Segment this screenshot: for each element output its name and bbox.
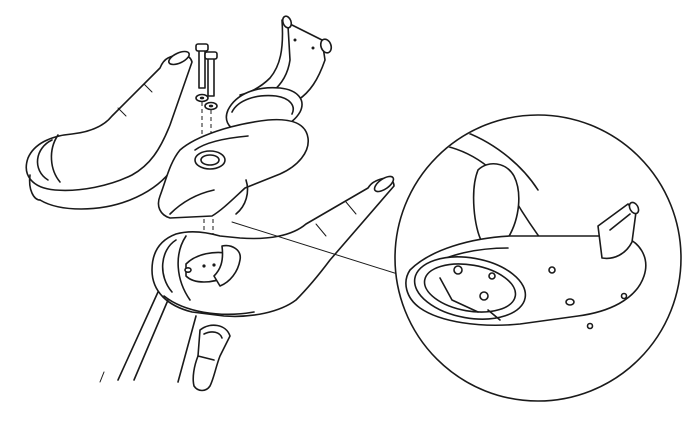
screw-right bbox=[204, 51, 218, 97]
washer-left bbox=[195, 93, 209, 103]
handlebar-stem bbox=[157, 118, 309, 219]
screw-left bbox=[195, 43, 209, 89]
magnified-callout bbox=[394, 114, 682, 402]
console-bracket bbox=[225, 15, 333, 135]
callout-leader bbox=[231, 221, 405, 277]
adjustment-lever bbox=[192, 324, 231, 392]
washer-right bbox=[204, 101, 218, 111]
front-handlebar bbox=[151, 175, 395, 318]
mast-tube bbox=[99, 291, 197, 383]
rear-handlebar bbox=[25, 50, 193, 210]
